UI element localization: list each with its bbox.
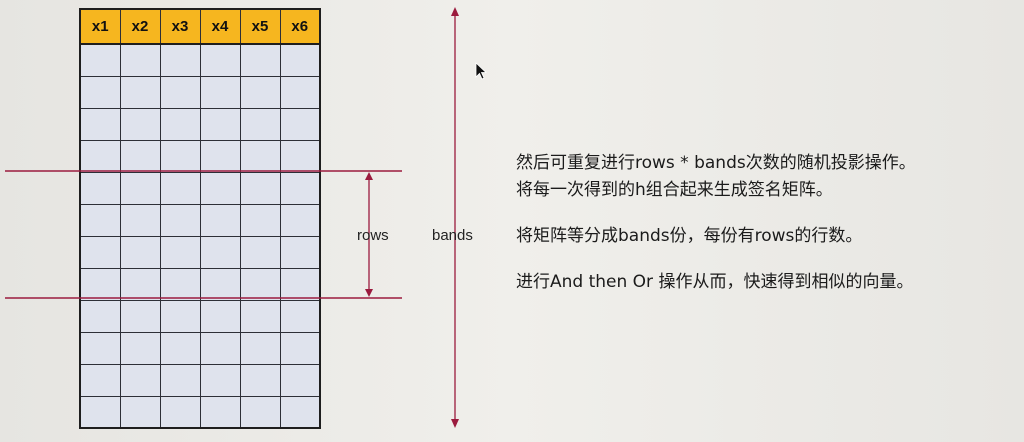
matrix-cell [279, 75, 321, 109]
matrix-row [79, 267, 321, 301]
matrix-cell [79, 331, 121, 365]
matrix-cell [199, 299, 241, 333]
matrix-cell [159, 203, 201, 237]
matrix-cell [119, 139, 161, 173]
explanation-line-3: 将矩阵等分成bands份，每份有rows的行数。 [516, 226, 863, 246]
matrix-cell [239, 331, 281, 365]
explanation-text: 然后可重复进行rows * bands次数的随机投影操作。 将每一次得到的h组合… [516, 150, 1021, 296]
matrix-cell [159, 331, 201, 365]
matrix-cell [119, 299, 161, 333]
matrix-row [79, 107, 321, 141]
matrix-cell [79, 203, 121, 237]
matrix-cell [79, 395, 121, 429]
matrix-cell [119, 171, 161, 205]
matrix-cell [279, 43, 321, 77]
matrix-cell [239, 363, 281, 397]
matrix-row [79, 331, 321, 365]
matrix-row [79, 395, 321, 429]
matrix-row [79, 363, 321, 397]
matrix-cell [119, 395, 161, 429]
matrix-cell [159, 267, 201, 301]
matrix-row [79, 299, 321, 333]
matrix-cell [159, 107, 201, 141]
rows-label: rows [357, 227, 389, 244]
matrix-cell [279, 331, 321, 365]
matrix-row [79, 235, 321, 269]
matrix-cell [119, 43, 161, 77]
matrix-cell [119, 75, 161, 109]
matrix-cell [199, 203, 241, 237]
matrix-cell [119, 267, 161, 301]
explanation-line-4: 进行And then Or 操作从而，快速得到相似的向量。 [516, 272, 914, 292]
matrix-cell [159, 363, 201, 397]
matrix-cell [199, 331, 241, 365]
matrix-cell [239, 171, 281, 205]
matrix-cell [279, 395, 321, 429]
bands-label: bands [432, 227, 473, 244]
matrix-cell [239, 43, 281, 77]
rows-arrow [365, 172, 373, 297]
matrix-cell [159, 235, 201, 269]
matrix-cell [239, 299, 281, 333]
matrix-cell [159, 139, 201, 173]
column-header-x4: x4 [199, 8, 241, 45]
matrix-cell [199, 139, 241, 173]
column-header-x6: x6 [279, 8, 321, 45]
matrix-row [79, 139, 321, 173]
matrix-row [79, 171, 321, 205]
matrix-row [79, 75, 321, 109]
matrix-cell [279, 235, 321, 269]
matrix-cell [159, 395, 201, 429]
matrix-cell [279, 267, 321, 301]
matrix-cell [279, 107, 321, 141]
matrix-cell [79, 139, 121, 173]
matrix-cell [119, 331, 161, 365]
matrix-cell [79, 171, 121, 205]
matrix-cell [199, 235, 241, 269]
matrix-cell [79, 363, 121, 397]
matrix-cell [239, 107, 281, 141]
bands-arrow [451, 7, 459, 428]
matrix-cell [239, 235, 281, 269]
matrix-cell [279, 139, 321, 173]
matrix-cell [79, 267, 121, 301]
matrix-cell [279, 171, 321, 205]
mouse-cursor-icon [475, 62, 488, 80]
matrix-cell [239, 267, 281, 301]
matrix-cell [79, 43, 121, 77]
matrix-cell [239, 75, 281, 109]
matrix-body [79, 43, 321, 429]
matrix-cell [279, 363, 321, 397]
column-header-x2: x2 [119, 8, 161, 45]
explanation-line-1: 然后可重复进行rows * bands次数的随机投影操作。 [516, 153, 916, 173]
matrix-cell [119, 107, 161, 141]
matrix-cell [239, 139, 281, 173]
matrix-cell [199, 395, 241, 429]
column-header-x3: x3 [159, 8, 201, 45]
column-header-x1: x1 [79, 8, 121, 45]
matrix-cell [279, 299, 321, 333]
matrix-cell [119, 203, 161, 237]
matrix-row [79, 203, 321, 237]
matrix-cell [199, 363, 241, 397]
matrix-cell [119, 235, 161, 269]
matrix-cell [199, 107, 241, 141]
matrix-row [79, 43, 321, 77]
matrix-cell [79, 75, 121, 109]
matrix-cell [79, 107, 121, 141]
matrix-cell [159, 171, 201, 205]
explanation-line-2: 将每一次得到的h组合起来生成签名矩阵。 [516, 180, 833, 200]
matrix-cell [79, 235, 121, 269]
column-header-x5: x5 [239, 8, 281, 45]
matrix-cell [159, 75, 201, 109]
matrix-cell [159, 299, 201, 333]
matrix-cell [199, 75, 241, 109]
